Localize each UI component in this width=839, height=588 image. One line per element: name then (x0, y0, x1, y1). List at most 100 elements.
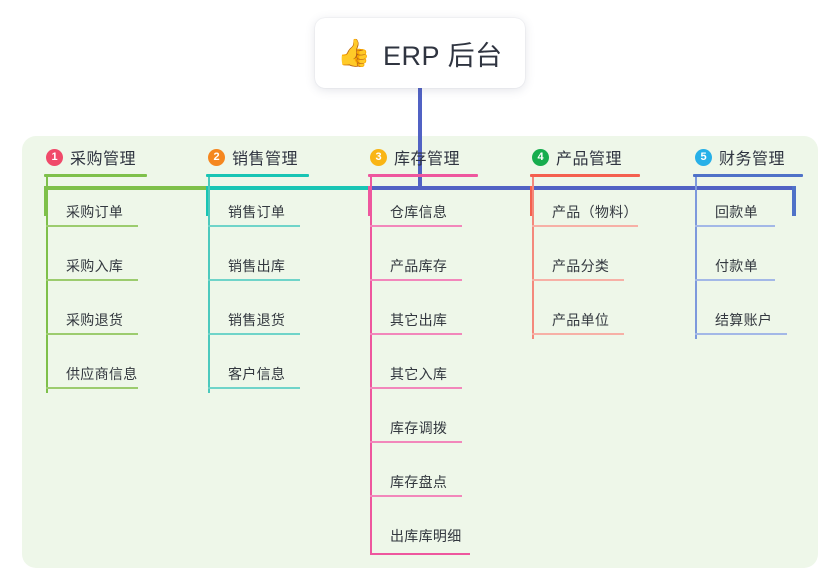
branch-header-3[interactable]: 3 库存管理 (368, 146, 514, 168)
branch-items-3: 仓库信息 产品库存 其它出库 其它入库 库存调拨 库存盘点 (368, 177, 514, 555)
bus-segment-green (44, 186, 208, 190)
branch-title-2: 销售管理 (232, 151, 299, 168)
branch-items-2: 销售订单 销售出库 销售退货 客户信息 (206, 177, 352, 393)
trunk-connector (418, 86, 422, 188)
leaf-rule (208, 279, 300, 281)
list-item[interactable]: 采购订单 (44, 177, 190, 231)
leaf-label: 付款单 (715, 258, 758, 274)
branch-badge-5: 5 (695, 148, 712, 166)
leaf-label: 供应商信息 (66, 366, 138, 382)
leaf-label: 结算账户 (715, 312, 773, 328)
branch-column-3: 3 库存管理 仓库信息 产品库存 其它出库 其它入库 库存调拨 (368, 146, 514, 555)
branch-items-1: 采购订单 采购入库 采购退货 供应商信息 (44, 177, 190, 393)
bus-segment-teal (206, 186, 370, 190)
leaf-label: 销售出库 (228, 258, 286, 274)
leaf-rule (208, 225, 300, 227)
branch-badge-1: 1 (46, 148, 63, 166)
branch-spine-2 (208, 177, 210, 393)
leaf-label: 销售订单 (228, 204, 286, 220)
list-item[interactable]: 库存调拨 (368, 393, 514, 447)
list-item[interactable]: 回款单 (693, 177, 839, 231)
branch-title-5: 财务管理 (719, 151, 786, 168)
leaf-label: 采购入库 (66, 258, 124, 274)
leaf-rule (208, 333, 300, 335)
branch-column-1: 1 采购管理 采购订单 采购入库 采购退货 供应商信息 (44, 146, 190, 393)
branch-badge-2: 2 (208, 148, 225, 166)
list-item[interactable]: 采购退货 (44, 285, 190, 339)
branch-items-5: 回款单 付款单 结算账户 (693, 177, 839, 339)
leaf-rule (370, 495, 462, 497)
leaf-rule (208, 387, 300, 389)
leaf-rule (370, 553, 470, 555)
leaf-label: 出库库明细 (390, 528, 462, 544)
leaf-label: 产品（物料） (552, 204, 638, 220)
branch-rule-4 (530, 174, 640, 177)
branch-title-4: 产品管理 (556, 151, 623, 168)
leaf-rule (695, 333, 787, 335)
list-item[interactable]: 其它入库 (368, 339, 514, 393)
leaf-rule (370, 279, 462, 281)
list-item[interactable]: 销售退货 (206, 285, 352, 339)
branch-column-4: 4 产品管理 产品（物料） 产品分类 产品单位 (530, 146, 676, 339)
root-node[interactable]: 👍 ERP 后台 (315, 18, 525, 88)
branch-title-3: 库存管理 (394, 151, 461, 168)
leaf-rule (46, 279, 138, 281)
leaf-rule (370, 225, 462, 227)
leaf-rule (532, 279, 624, 281)
branch-items-4: 产品（物料） 产品分类 产品单位 (530, 177, 676, 339)
list-item[interactable]: 结算账户 (693, 285, 839, 339)
leaf-label: 产品库存 (390, 258, 448, 274)
branch-spine-3 (370, 177, 372, 555)
branch-rule-5 (693, 174, 803, 177)
list-item[interactable]: 付款单 (693, 231, 839, 285)
list-item[interactable]: 产品（物料） (530, 177, 676, 231)
branch-header-5[interactable]: 5 财务管理 (693, 146, 839, 168)
list-item[interactable]: 其它出库 (368, 285, 514, 339)
drop-connector-5 (792, 186, 796, 216)
list-item[interactable]: 客户信息 (206, 339, 352, 393)
branch-spine-1 (46, 177, 48, 393)
list-item[interactable]: 采购入库 (44, 231, 190, 285)
branch-badge-3: 3 (370, 148, 387, 166)
leaf-label: 客户信息 (228, 366, 286, 382)
root-title: ERP 后台 (383, 40, 503, 71)
leaf-label: 采购订单 (66, 204, 124, 220)
leaf-label: 产品分类 (552, 258, 610, 274)
leaf-label: 回款单 (715, 204, 758, 220)
branch-rule-1 (44, 174, 147, 177)
list-item[interactable]: 库存盘点 (368, 447, 514, 501)
list-item[interactable]: 销售出库 (206, 231, 352, 285)
leaf-label: 销售退货 (228, 312, 286, 328)
leaf-rule (46, 387, 138, 389)
leaf-rule (532, 225, 638, 227)
thumbs-up-icon: 👍 (337, 37, 372, 68)
list-item[interactable]: 仓库信息 (368, 177, 514, 231)
leaf-label: 采购退货 (66, 312, 124, 328)
leaf-rule (695, 225, 775, 227)
leaf-rule (695, 279, 775, 281)
list-item[interactable]: 产品库存 (368, 231, 514, 285)
leaf-label: 产品单位 (552, 312, 610, 328)
leaf-label: 库存调拨 (390, 420, 448, 436)
list-item[interactable]: 产品分类 (530, 231, 676, 285)
leaf-rule (46, 333, 138, 335)
branch-header-1[interactable]: 1 采购管理 (44, 146, 190, 168)
branch-spine-5 (695, 177, 697, 339)
branch-spine-4 (532, 177, 534, 339)
branch-rule-3 (368, 174, 478, 177)
list-item[interactable]: 供应商信息 (44, 339, 190, 393)
branch-title-1: 采购管理 (70, 151, 137, 168)
leaf-rule (370, 333, 462, 335)
branch-header-4[interactable]: 4 产品管理 (530, 146, 676, 168)
leaf-label: 仓库信息 (390, 204, 448, 220)
leaf-label: 库存盘点 (390, 474, 448, 490)
branch-rule-2 (206, 174, 309, 177)
leaf-rule (370, 441, 462, 443)
list-item[interactable]: 出库库明细 (368, 501, 514, 555)
list-item[interactable]: 产品单位 (530, 285, 676, 339)
branch-header-2[interactable]: 2 销售管理 (206, 146, 352, 168)
leaf-label: 其它出库 (390, 312, 448, 328)
bus-segment-blue (368, 186, 796, 190)
list-item[interactable]: 销售订单 (206, 177, 352, 231)
